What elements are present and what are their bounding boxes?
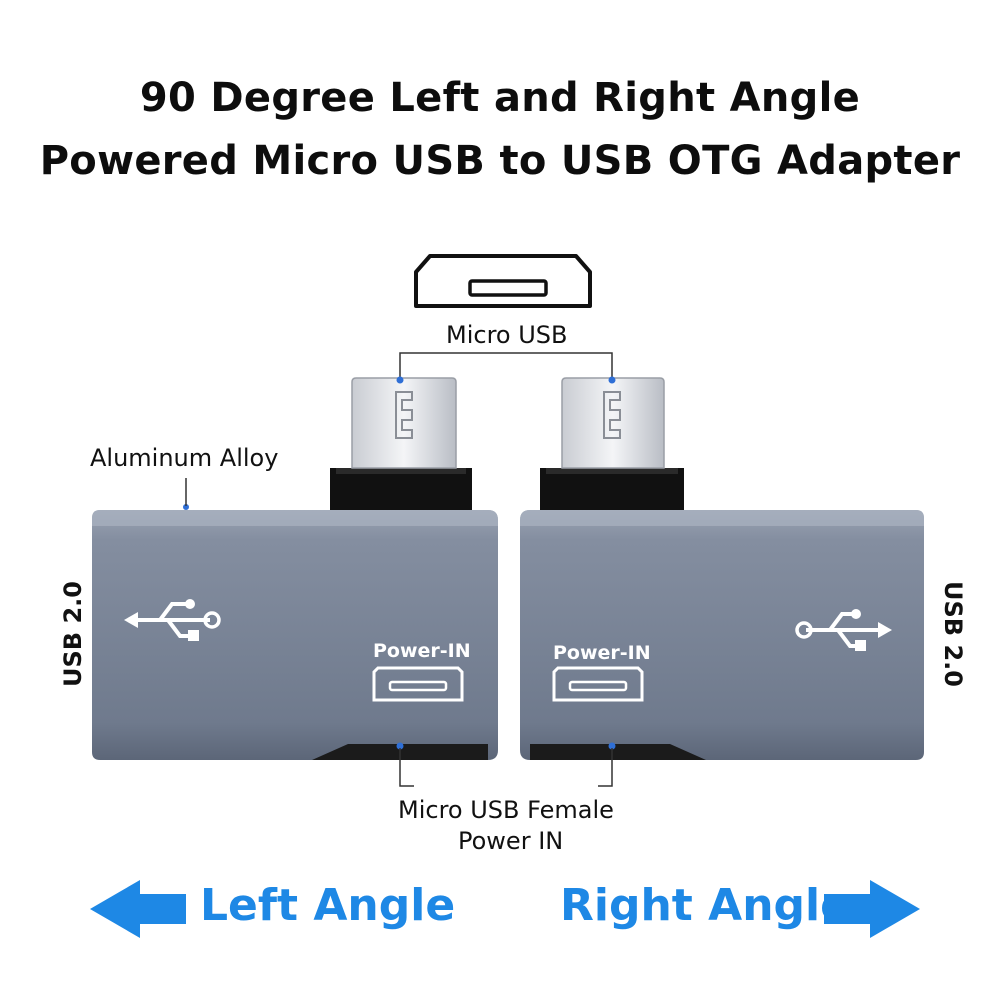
left-angle-label: Left Angle	[200, 880, 456, 931]
usb-icon	[124, 599, 221, 641]
micro-usb-callout-lines	[399, 352, 613, 380]
title-line-2: Powered Micro USB to USB OTG Adapter	[39, 138, 961, 184]
title-line-1: 90 Degree Left and Right Angle	[139, 75, 861, 121]
usb-2-label-right: USB 2.0	[938, 581, 967, 687]
power-in-label-right: Power-IN	[553, 642, 651, 664]
female-label-line-2: Power IN	[458, 827, 564, 855]
aluminum-alloy-label: Aluminum Alloy	[90, 444, 279, 472]
micro-usb-port-icon	[414, 254, 592, 308]
female-callout-lines	[399, 748, 613, 787]
left-arrow-icon	[90, 880, 186, 938]
right-adapter	[520, 377, 924, 760]
usb-2-label-left: USB 2.0	[58, 581, 87, 687]
female-label-line-1: Micro USB Female	[398, 796, 614, 824]
micro-usb-label: Micro USB	[446, 321, 568, 349]
callout-dots	[183, 376, 616, 750]
power-in-label-left: Power-IN	[373, 640, 471, 662]
usb-icon	[795, 609, 892, 651]
right-angle-label: Right Angle	[560, 880, 850, 931]
right-arrow-icon	[824, 880, 920, 938]
left-adapter	[92, 377, 498, 760]
